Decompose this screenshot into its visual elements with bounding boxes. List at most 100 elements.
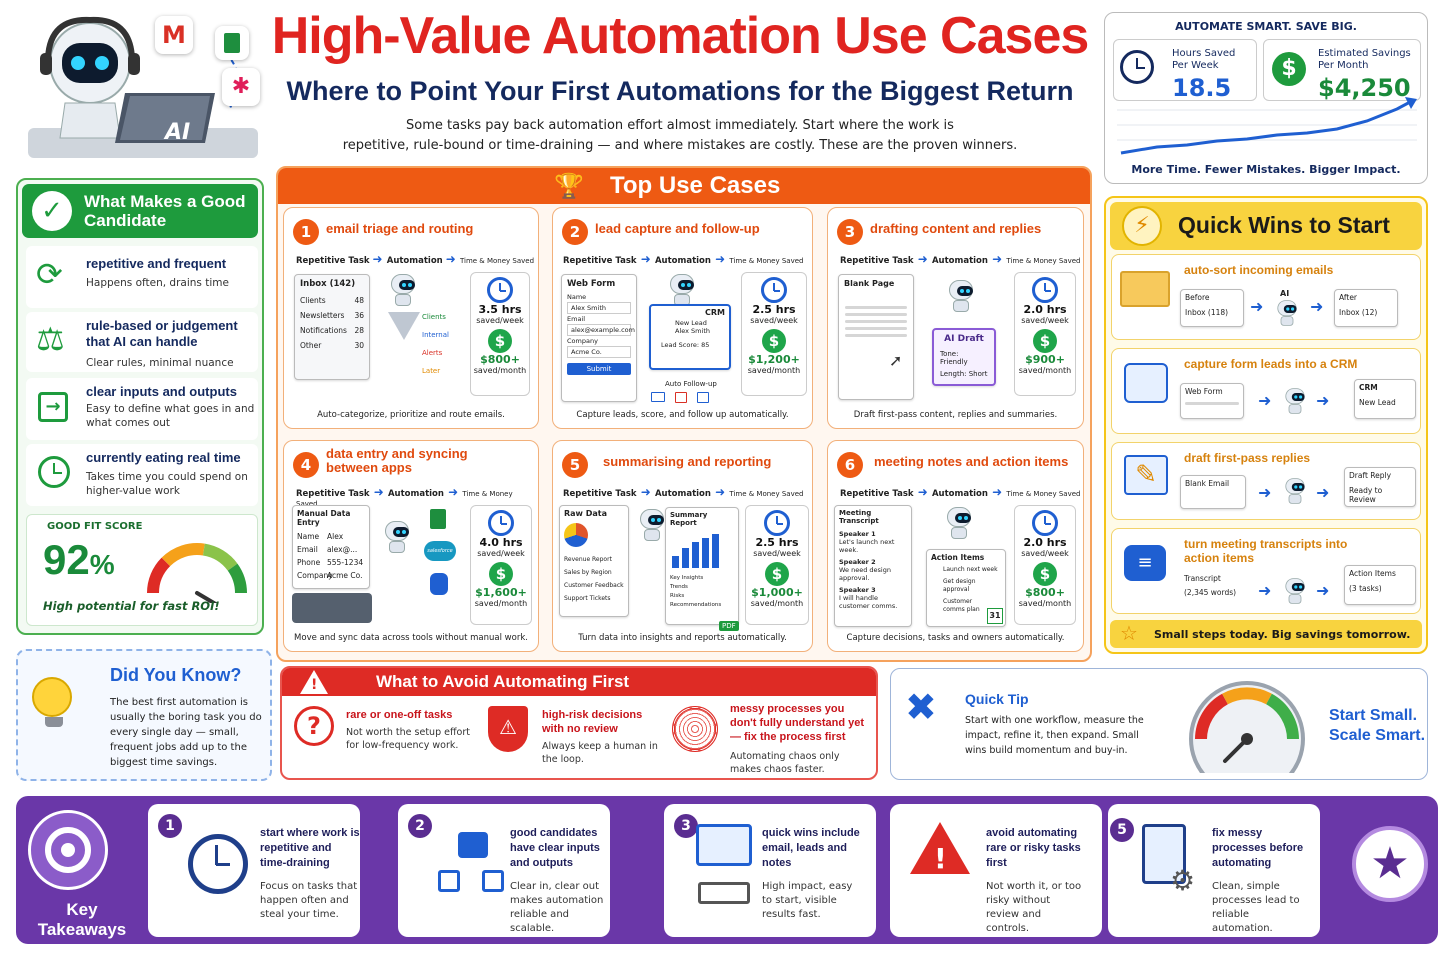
hours-saved: 2.5 hrs (755, 536, 799, 549)
name-field[interactable]: Alex Smith (567, 302, 631, 314)
slack-icon: ✱ (222, 68, 260, 106)
robot-icon (946, 280, 976, 312)
fit-score-unit: % (89, 549, 115, 580)
envelope-icon (1120, 271, 1170, 307)
arrow-icon: ➜ (1316, 391, 1330, 410)
fit-score-box: GOOD FIT SCORE 92% High potential for fa… (26, 514, 258, 626)
email-field[interactable]: alex@example.com (567, 324, 635, 336)
gear-icon: ⚙ (1170, 864, 1196, 897)
gmail-icon: M (155, 16, 193, 54)
candidate-title: What Makes a Good Candidate (84, 192, 246, 230)
sheets-icon (430, 509, 446, 529)
avoid-panel: ! What to Avoid Automating First ? rare … (280, 666, 878, 780)
shield-alert-icon: ⚠ (488, 706, 528, 752)
arrow-icon: ➜ (1316, 483, 1330, 502)
ai-label: AI (1280, 289, 1290, 298)
flow-labels: Repetitive Task ➜ Automation ➜ Time & Mo… (563, 485, 804, 499)
use-case-number: 5 (562, 452, 588, 478)
dollar-icon: $ (765, 562, 789, 586)
robot-icon (382, 521, 412, 553)
takeaway-2: 2 good candidates have clear inputs and … (398, 804, 610, 937)
avoid-item-title: rare or one-off tasks (346, 709, 453, 721)
clock-icon (1032, 277, 1058, 303)
hours-value: 18.5 (1172, 74, 1232, 102)
lightbulb-icon (32, 677, 76, 731)
savings-box: 4.0 hrs saved/week $ $1,600+ saved/month (470, 505, 532, 625)
quick-wins-panel: ⚡ Quick Wins to Start auto-sort incoming… (1104, 196, 1428, 654)
gauge-segment (161, 543, 205, 567)
salesforce-icon: salesforce (424, 541, 456, 561)
flow-boxes-icon (438, 832, 508, 896)
blank-email-box: Blank Email (1180, 475, 1246, 509)
criterion-1: ⟳ repetitive and frequent Happens often,… (26, 246, 258, 308)
robot-icon (1283, 388, 1307, 414)
star-icon: ☆ (1120, 621, 1138, 645)
arrow-icon: ➜ (710, 485, 730, 499)
pdf-badge: PDF (719, 621, 739, 631)
quick-wins-title: Quick Wins to Start (1178, 212, 1390, 238)
hours-saved: 3.5 hrs (478, 303, 522, 316)
user-card-icon (1124, 363, 1168, 403)
avoid-item-desc: Automating chaos only makes chaos faster… (730, 751, 840, 775)
use-case-footer: Move and sync data across tools without … (294, 633, 528, 643)
tag-list: Clients Internal Alerts Later (422, 308, 449, 380)
flow-labels: Repetitive Task ➜ Automation ➜ Time & Mo… (840, 252, 1081, 266)
clock-icon (38, 456, 70, 488)
use-case-5: 5 summarising and reporting Repetitive T… (552, 440, 813, 652)
warning-mark: ! (311, 677, 318, 693)
use-case-4: 4 data entry and syncing between apps Re… (283, 440, 539, 652)
use-case-footer: Draft first-pass content, replies and su… (853, 410, 1058, 420)
hours-saved: 2.0 hrs (1023, 303, 1067, 316)
trophy-icon: 🏆 (554, 172, 584, 200)
hero-illustration: AI M ✱ (10, 8, 270, 168)
quick-win-title: turn meeting transcripts into action ite… (1184, 537, 1348, 565)
takeaway-title: fix messy processes before automating (1212, 827, 1304, 869)
quick-tip-card: ✖ Quick Tip Start with one workflow, mea… (890, 668, 1428, 780)
robot-illustration (28, 16, 258, 158)
use-cases-header (278, 168, 1090, 204)
submit-button[interactable]: Submit (567, 363, 631, 375)
use-case-title: email triage and routing (326, 221, 474, 236)
arrow-icon: ➜ (369, 485, 388, 499)
action-items-label: Action Items (931, 553, 985, 562)
fit-score-number: 92 (43, 536, 90, 583)
dollar-icon: $ (488, 329, 512, 353)
intro-line-1: Some tasks pay back automation effort al… (406, 118, 954, 133)
candidate-header: ✓ What Makes a Good Candidate (22, 184, 258, 238)
flow-labels: Repetitive Task ➜ Automation ➜ Time & Mo… (840, 485, 1081, 499)
blank-page: Blank Page ➚ (838, 274, 914, 400)
takeaway-title: avoid automating rare or risky tasks fir… (986, 827, 1081, 869)
criterion-title: rule-based or judgement that AI can hand… (86, 318, 238, 349)
criterion-desc: Easy to define what goes in and what com… (86, 403, 255, 429)
lightning-icon: ⚡ (1122, 206, 1162, 246)
action-items-box: Action Items (3 tasks) (1344, 565, 1416, 605)
calendar-icon: 31 (987, 608, 1003, 624)
contacts-icon (698, 882, 750, 904)
gauge-segment (202, 543, 238, 571)
criterion-title: repetitive and frequent (86, 256, 227, 271)
stats-hours-box: Hours Saved Per Week 18.5 (1113, 39, 1257, 101)
takeaway-title: start where work is repetitive and time-… (260, 827, 360, 869)
web-form: Web Form Name Alex Smith Email alex@exam… (561, 274, 637, 402)
fit-score-gauge (147, 543, 247, 603)
company-field[interactable]: Acme Co. (567, 346, 631, 358)
money-saved: $800+ (1025, 586, 1065, 599)
takeaway-title: quick wins include email, leads and note… (762, 827, 860, 869)
gauge-needle (195, 591, 218, 603)
fit-score-note: High potential for fast ROI! (43, 599, 220, 613)
pencil-icon: ✎ (1124, 455, 1168, 495)
savings-box: 3.5 hrs saved/week $ $800+ saved/month (470, 272, 530, 396)
tools-icon: ✖ (905, 685, 937, 729)
use-case-title: data entry and syncing between apps (326, 446, 468, 475)
keyboard-icon (292, 593, 372, 623)
tag-clients: Clients (422, 313, 446, 321)
crm-card: CRM New Lead Alex Smith Lead Score: 85 (649, 304, 731, 370)
transcript-box: Transcript (2,345 words) (1184, 574, 1237, 597)
arrow-icon: ➜ (913, 252, 932, 266)
arrow-icon: ➜ (987, 252, 1007, 266)
use-cases-title: Top Use Cases (610, 172, 781, 199)
after-box: After Inbox (12) (1334, 289, 1398, 327)
robot-icon (1275, 300, 1299, 326)
